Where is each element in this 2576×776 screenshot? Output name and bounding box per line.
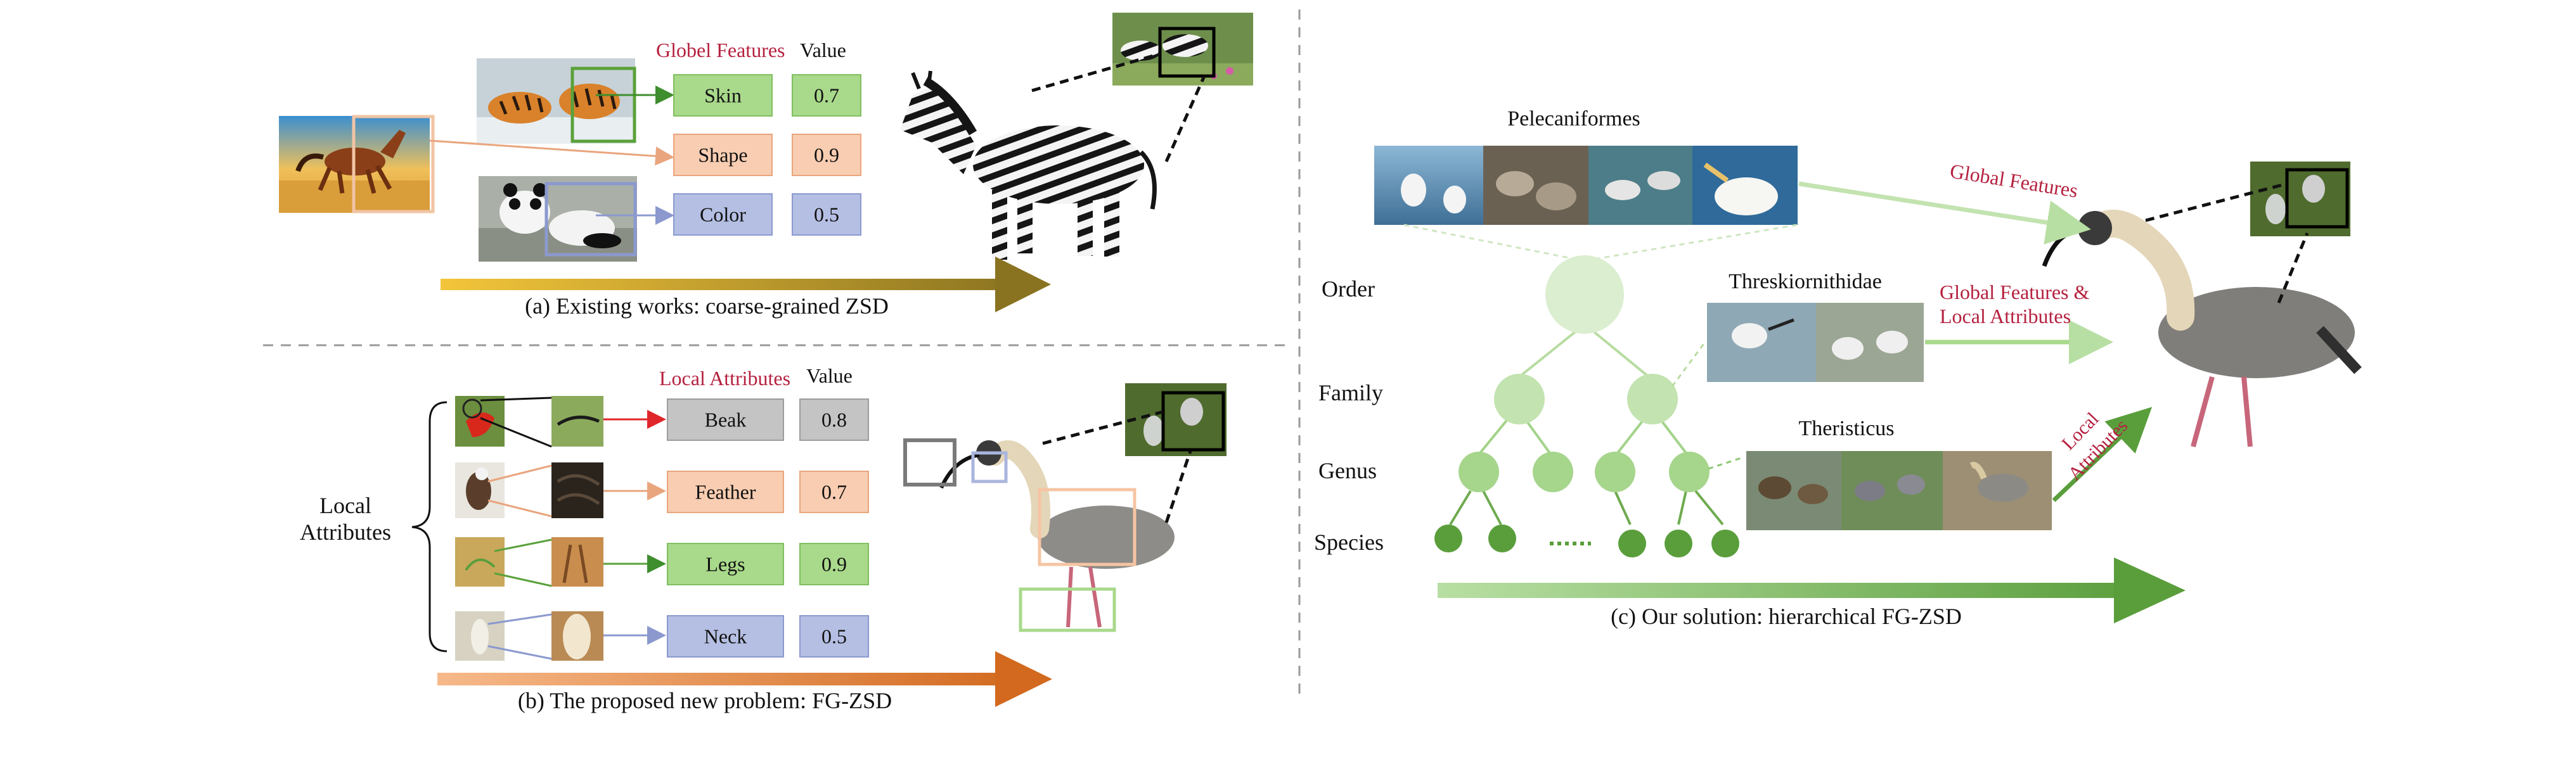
taxonomy-tree [1403, 224, 1798, 557]
global-feature-value-box [792, 74, 861, 117]
order-node [1545, 255, 1624, 334]
feather-thumbnails [455, 462, 603, 518]
ibis-b-zoom-line-2 [1164, 450, 1192, 523]
global-feature-label-box [673, 134, 773, 176]
local-attribute-label: Feather [695, 481, 756, 504]
family-node [1627, 374, 1678, 424]
panel-b-arrow-shaft [437, 673, 1027, 685]
panel-b-side-label-1: Local [319, 493, 371, 518]
global-local-label-1: Global Features & [1940, 281, 2090, 303]
global-feature-value: 0.9 [814, 144, 839, 167]
panel-b: Local Attributes [300, 364, 1227, 713]
genus-node [1669, 452, 1710, 492]
level-label-family: Family [1318, 380, 1383, 405]
panel-c-arrow-head [2114, 557, 2186, 623]
beak-thumbnails [455, 396, 603, 448]
zebra-zoom-line-2 [1164, 75, 1206, 163]
local-attribute-value-box [799, 543, 869, 585]
local-attribute-value-box [799, 615, 869, 658]
ibis-b-zoom-line-1 [1042, 410, 1164, 445]
panel-c: Order Family Genus Species Pelecaniforme… [1314, 107, 2362, 629]
species-node [1618, 530, 1646, 557]
ibis-c-zoom-line-1 [2145, 182, 2288, 222]
taxon-genus-name: Theristicus [1798, 417, 1894, 440]
global-feature-value-box [792, 134, 861, 176]
global-features-arrow [1798, 181, 2091, 245]
panel-b-side-label-2: Attributes [300, 519, 391, 545]
local-attribute-label-box [667, 543, 784, 585]
global-feature-label: Shape [698, 144, 747, 167]
panel-a-header-value: Value [800, 39, 846, 61]
panel-a-header-features: Globel Features [656, 39, 785, 61]
genus-images [1746, 451, 2052, 530]
global-feature-label: Color [700, 203, 746, 226]
global-features-label: Global Features [1948, 159, 2080, 201]
neck-thumbnails [455, 611, 603, 661]
species-node [1434, 525, 1462, 552]
panel-b-caption: (b) The proposed new problem: FG-ZSD [518, 688, 892, 713]
tiger-image [477, 58, 636, 144]
panel-a-arrow-head [995, 257, 1051, 312]
ibis-c-zoom-line-2 [2277, 232, 2309, 303]
species-node [1711, 530, 1739, 557]
panel-a-caption: (a) Existing works: coarse-grained ZSD [525, 293, 889, 319]
ibis-thumbnail-b [1125, 383, 1227, 456]
taxon-family-name: Threskiornithidae [1729, 270, 1882, 293]
level-label-order: Order [1322, 276, 1375, 302]
local-attribute-value: 0.9 [821, 553, 847, 576]
order-images [1374, 146, 1798, 225]
ibis-image-c [2042, 210, 2362, 448]
panel-b-arrow-head [995, 651, 1052, 707]
global-feature-value: 0.5 [814, 203, 839, 226]
local-attribute-label: Beak [705, 409, 747, 431]
local-attribute-label: Legs [705, 553, 745, 576]
global-feature-label-box [673, 74, 773, 117]
genus-node [1533, 452, 1573, 492]
ibis-image-b [903, 438, 1175, 632]
zebra-image [900, 70, 1157, 260]
genus-node [1595, 452, 1635, 492]
panel-a-arrow-shaft [441, 279, 1027, 290]
family-node [1494, 374, 1545, 424]
ibis-thumbnail-c [2250, 162, 2350, 236]
species-node [1488, 525, 1516, 552]
genus-node [1459, 452, 1499, 492]
zebra-zoom-line-1 [1031, 52, 1161, 92]
horse-image [279, 115, 435, 213]
panel-b-header-features: Local Attributes [659, 367, 790, 390]
local-attribute-value: 0.5 [821, 625, 847, 648]
local-attribute-value: 0.8 [821, 409, 847, 431]
panel-b-brace [411, 401, 448, 652]
global-feature-label-box [673, 193, 773, 236]
level-label-species: Species [1314, 530, 1384, 555]
panda-image [479, 176, 637, 262]
local-attribute-label-box [667, 615, 784, 658]
level-label-genus: Genus [1318, 458, 1377, 483]
local-attribute-value-box [799, 398, 869, 441]
family-images [1707, 303, 1924, 382]
local-attributes-arrow [2052, 407, 2153, 502]
local-attribute-value-box [799, 471, 869, 513]
species-node [1665, 530, 1692, 557]
zebra-thumbnail [1112, 13, 1253, 86]
global-feature-value: 0.7 [814, 84, 839, 107]
global-local-label-2: Local Attributes [1940, 305, 2071, 328]
panel-c-caption: (c) Our solution: hierarchical FG-ZSD [1611, 604, 1962, 629]
local-attribute-value: 0.7 [821, 481, 847, 504]
global-feature-label: Skin [704, 84, 742, 107]
local-attribute-label: Neck [704, 625, 747, 648]
connector-shape [429, 139, 674, 166]
taxon-order-name: Pelecaniformes [1507, 107, 1640, 130]
local-attribute-label-box [667, 398, 784, 441]
panel-c-arrow-shaft [1438, 583, 2148, 598]
global-feature-value-box [792, 193, 861, 236]
legs-thumbnails [455, 537, 603, 587]
panel-b-header-value: Value [806, 364, 853, 387]
local-attribute-label-box [667, 471, 784, 513]
